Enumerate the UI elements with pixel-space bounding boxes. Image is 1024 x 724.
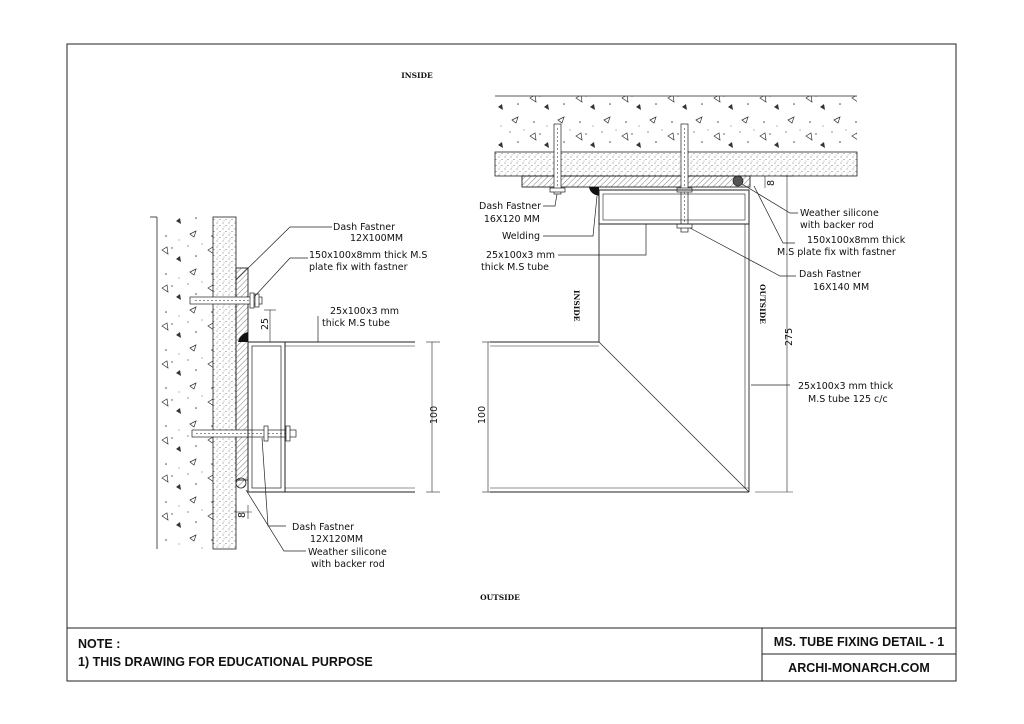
ceiling-plaster [494,151,858,177]
concrete-wall [157,217,213,549]
backer-rod-right [732,175,744,187]
dash-fastner-right-a [549,123,566,195]
label-right-plate-2: M.S plate fix with fastner [777,247,896,258]
label-right-silicone-1: Weather silicone [800,208,879,219]
label-left-dash-fastner-bot-1: Dash Fastner [292,522,354,533]
dim-right-8: 8 [766,180,777,186]
label-right-tube-cc-1: 25x100x3 mm thick [798,381,894,392]
outside-label-bottom: OUTSIDE [480,593,520,602]
dim-left-8: 8 [237,512,248,518]
weld-mark-right [589,187,599,196]
dim-left-25: 25 [260,318,271,330]
weld-mark [238,332,248,342]
drawing-title: MS. TUBE FIXING DETAIL - 1 [774,635,944,649]
outside-label-vertical: OUTSIDE [758,284,767,324]
label-right-plate-1: 150x100x8mm thick [807,235,906,246]
label-right-dash-fastner-2: 16X120 MM [484,214,540,225]
sheet-border [66,43,957,682]
label-right-tube-2: thick M.S tube [481,262,549,273]
left-detail [150,216,440,550]
label-left-plate-2: plate fix with fastner [309,262,408,273]
label-left-tube-1: 25x100x3 mm [330,306,399,317]
inside-label-vertical: INSIDE [572,290,581,322]
label-left-dash-fastner-bot-2: 12X120MM [310,534,363,545]
label-right-tube-cc-2: M.S tube 125 c/c [808,394,888,405]
label-left-silicone-2: with backer rod [311,559,385,570]
backer-rod [235,477,247,489]
concrete-slab [495,96,857,152]
ms-plate-right [521,175,751,188]
left-dimensions [234,309,440,519]
ms-tube [247,341,415,493]
label-right-dash-fastner-b-1: Dash Fastner [799,269,861,280]
dim-left-100b: 100 [477,406,488,424]
label-left-silicone-1: Weather silicone [308,547,387,558]
label-right-dash-fastner-b-2: 16X140 MM [813,282,869,293]
website-label: ARCHI-MONARCH.COM [788,661,930,675]
label-left-tube-2: thick M.S tube [322,318,390,329]
note-title: NOTE : [78,637,120,651]
inside-label-top: INSIDE [401,71,433,80]
note-line: 1) THIS DRAWING FOR EDUCATIONAL PURPOSE [78,655,373,669]
dim-left-100a: 100 [429,406,440,424]
dash-fastner-bottom [191,425,297,442]
label-right-silicone-2: with backer rod [800,220,874,231]
label-right-dash-fastner-1: Dash Fastner [479,201,541,212]
dim-right-275: 275 [784,328,795,346]
label-left-dash-fastner-top-1: Dash Fastner [333,222,395,233]
label-left-plate-1: 150x100x8mm thick M.S [309,250,427,261]
leader-lines [235,183,798,552]
plaster-layer [212,216,237,550]
right-detail [494,95,858,493]
label-right-tube-1: 25x100x3 mm [486,250,555,261]
label-right-welding: Welding [502,231,540,242]
label-left-dash-fastner-top-2: 12X100MM [350,233,403,244]
middle-tube [482,341,749,493]
